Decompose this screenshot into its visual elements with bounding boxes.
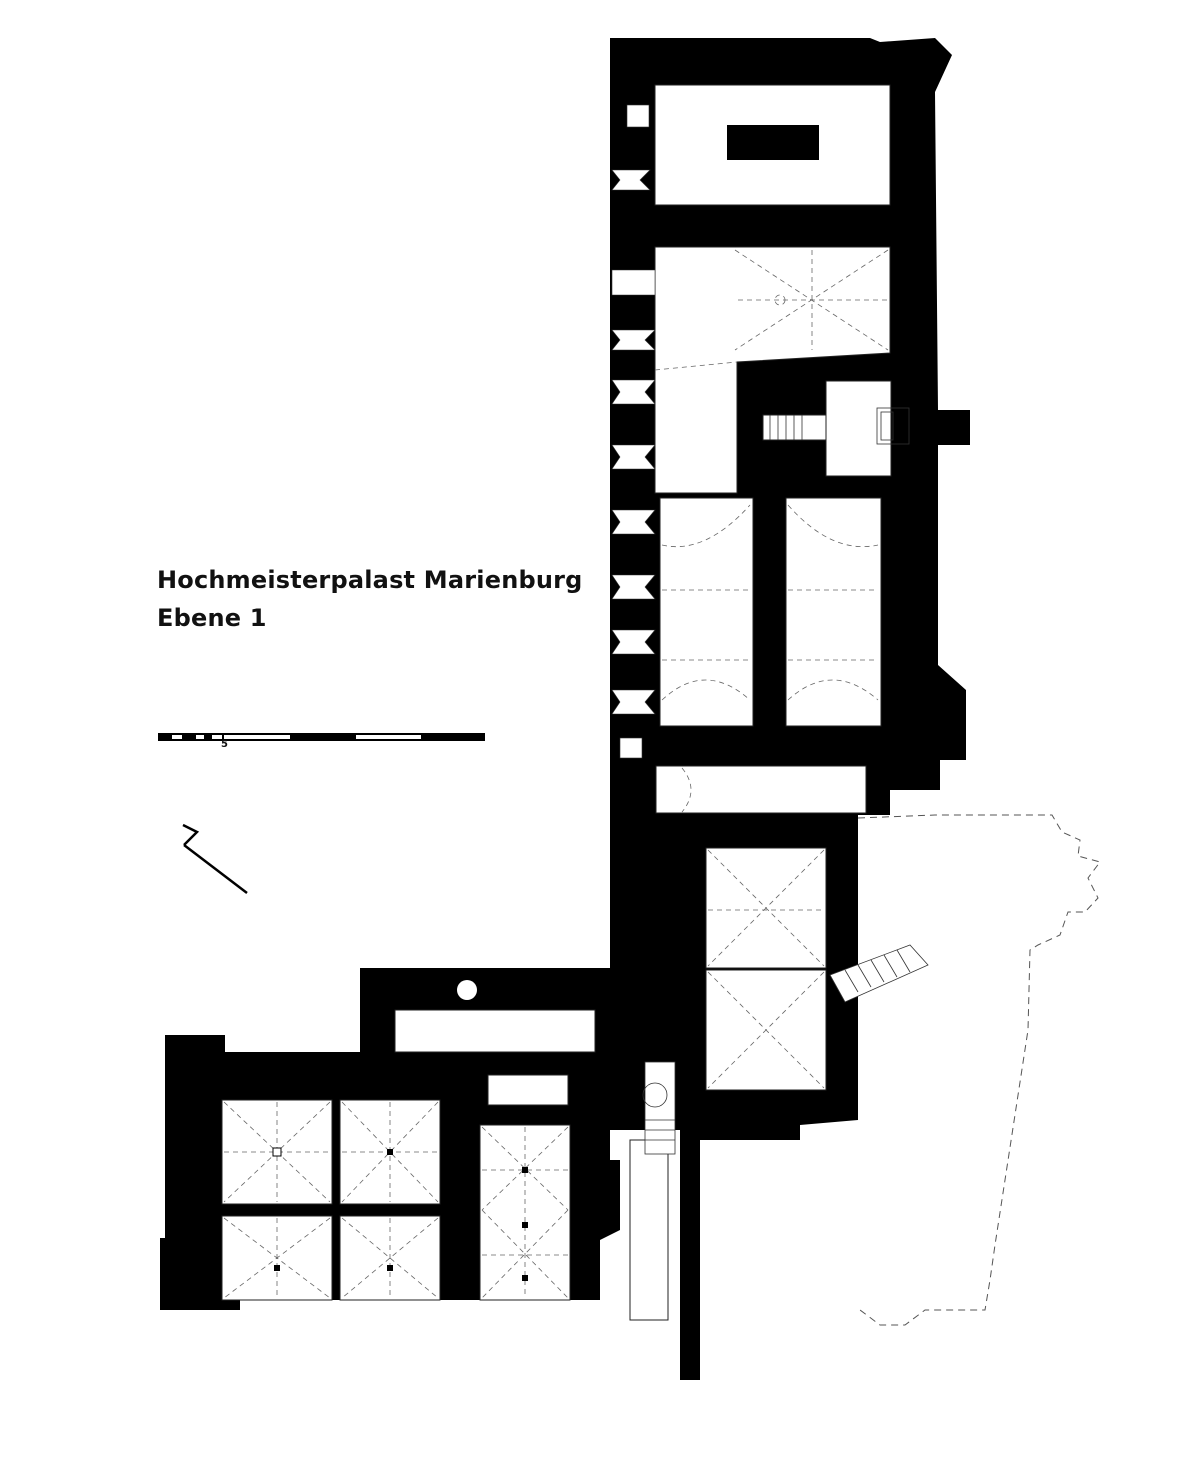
corridor: [655, 765, 867, 814]
spiral-stair: [642, 1061, 676, 1155]
room-west-vault: [659, 497, 754, 727]
scale-label: 5: [221, 739, 228, 750]
room-stair-chamber: [825, 380, 892, 477]
small-room: [487, 1074, 569, 1106]
plan-title: Hochmeisterpalast Marienburg: [157, 566, 583, 594]
exterior-stair: [829, 944, 929, 1003]
west-block: [160, 968, 620, 1310]
chapel-outline: [857, 814, 1101, 1326]
room-north-top: [654, 84, 891, 206]
passage-narrow: [629, 1139, 669, 1321]
south-wing: [610, 818, 929, 1380]
plan-subtitle: Ebene 1: [157, 604, 267, 632]
gallery: [394, 1009, 596, 1053]
north-wing: [610, 38, 970, 1100]
north-arrow-icon: [182, 823, 248, 894]
scale-bar: [158, 733, 485, 741]
room-east-vault: [785, 497, 882, 727]
